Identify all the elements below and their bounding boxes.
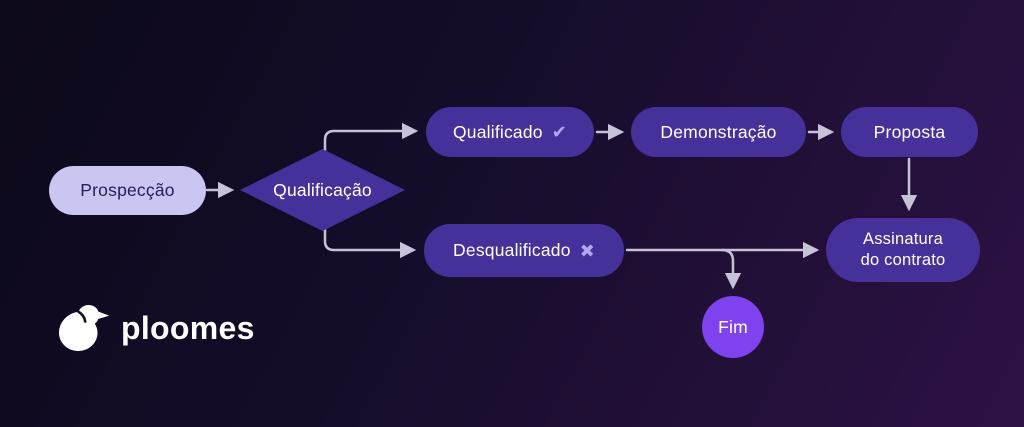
node-fim: Fim (702, 296, 764, 358)
ploomes-logo: ploomes (58, 305, 255, 351)
edge-qualificacao-qualificado (323, 122, 419, 160)
node-demonstracao: Demonstração (631, 107, 806, 157)
node-label-line2: do contrato (860, 251, 946, 269)
logo-text: ploomes (121, 309, 255, 346)
node-prospeccao: Prospecção (49, 166, 206, 215)
node-label-line1: Assinatura (863, 229, 943, 248)
node-label: Prospecção (80, 180, 175, 200)
node-label: Demonstração (660, 121, 777, 142)
ploomes-bird-icon (59, 305, 110, 351)
node-desqualificado: Desqualificado ✖ (424, 224, 624, 277)
cross-icon: ✖ (579, 240, 595, 261)
check-icon: ✔ (551, 122, 568, 142)
node-proposta: Proposta (841, 107, 978, 157)
edge-desqualificado-fim (720, 248, 742, 290)
node-label: Qualificado (452, 121, 543, 142)
node-label: Desqualificado (453, 240, 571, 260)
node-label: Qualificação (273, 179, 372, 200)
edge-qualificacao-desqualificado (323, 220, 417, 259)
node-label: Fim (718, 316, 748, 337)
node-label: Proposta (873, 121, 946, 142)
node-assinatura-do-contrato: Assinatura do contrato (826, 218, 980, 282)
node-qualificado: Qualificado ✔ (426, 107, 594, 157)
